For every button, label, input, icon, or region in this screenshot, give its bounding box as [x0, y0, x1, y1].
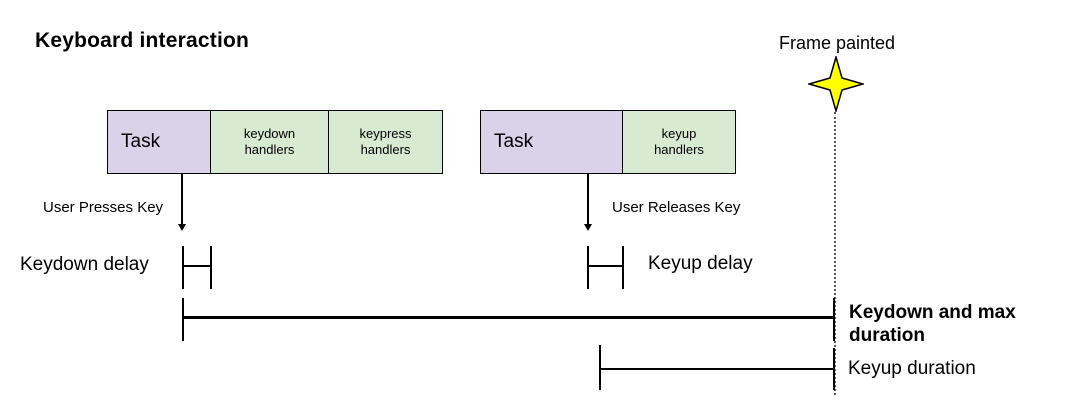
keypress-handlers-box: keypress handlers	[328, 110, 443, 174]
keypress-handlers-label: keypress handlers	[359, 126, 412, 157]
keyup-task-box: Task	[480, 110, 623, 174]
keydown-max-duration-span-line	[183, 316, 835, 319]
keyup-handlers-label: keyup handlers	[654, 126, 704, 157]
keyup-delay-start-tick	[587, 246, 589, 289]
keydown-delay-label: Keydown delay	[20, 254, 149, 275]
keyup-duration-span-line	[600, 368, 835, 370]
frame-painted-label: Frame painted	[779, 33, 896, 53]
user-presses-key-label: User Presses Key	[43, 199, 164, 216]
user-releases-key-arrow-line	[587, 174, 589, 224]
sparkle-shape	[808, 56, 864, 112]
user-presses-key-arrow-line	[181, 174, 183, 224]
keyup-delay-span-line	[587, 265, 624, 267]
user-releases-key-label: User Releases Key	[612, 199, 741, 216]
keyup-delay-label: Keyup delay	[648, 253, 753, 274]
diagram-title: Keyboard interaction	[35, 29, 250, 52]
keydown-delay-start-tick	[182, 246, 184, 289]
keydown-max-duration-start-tick	[182, 298, 184, 341]
frame-painted-star-icon	[808, 56, 864, 112]
keyup-task-label: Task	[494, 131, 534, 152]
down-arrowhead-icon	[584, 224, 592, 231]
keydown-delay-end-tick	[210, 246, 212, 289]
keyup-duration-end-tick	[833, 348, 835, 390]
keyup-duration-label: Keyup duration	[848, 358, 976, 379]
keydown-handlers-label: keydown handlers	[243, 126, 296, 157]
keydown-max-duration-end-tick	[833, 298, 835, 341]
keydown-task-label: Task	[121, 131, 161, 152]
down-arrowhead-icon	[178, 224, 186, 231]
keyup-handlers-box: keyup handlers	[622, 110, 736, 174]
keydown-task-box: Task	[107, 110, 211, 174]
frame-paint-time-dotted-line	[834, 112, 836, 395]
keydown-max-duration-label: Keydown and max duration	[849, 302, 1016, 346]
keydown-delay-span-line	[182, 265, 212, 267]
keyup-duration-start-tick	[599, 345, 601, 390]
keyup-delay-end-tick	[622, 246, 624, 289]
keydown-handlers-box: keydown handlers	[210, 110, 329, 174]
